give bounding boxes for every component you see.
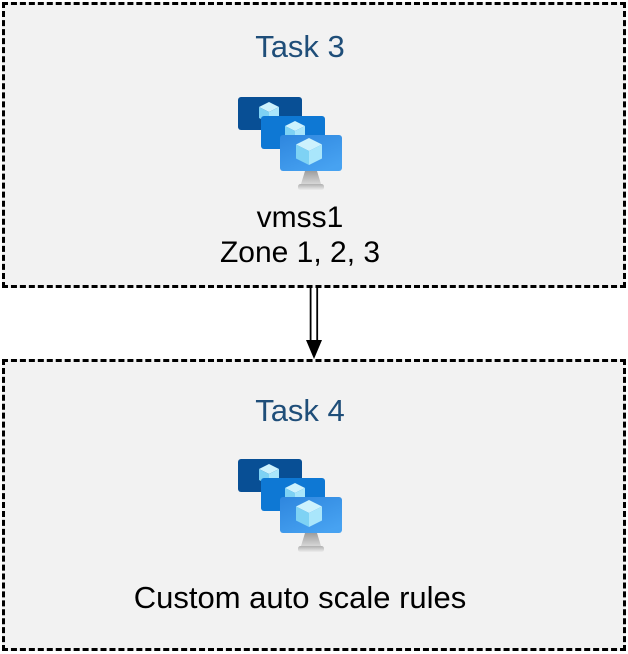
cube-icon (296, 138, 322, 165)
task4-title: Task 4 (255, 393, 345, 428)
task3-box: Task 3 (2, 2, 626, 288)
down-arrow-connector (306, 288, 322, 359)
task3-content: Task 3 (5, 5, 595, 285)
vmss-name-label: vmss1 (256, 201, 344, 234)
vm-scale-sets-icon (238, 459, 342, 552)
monitor-base (298, 546, 324, 552)
monitor-stand (301, 171, 321, 184)
zone-label: Zone 1, 2, 3 (219, 236, 381, 269)
task3-title: Task 3 (255, 29, 345, 64)
monitor-stand (301, 533, 321, 546)
arrowhead (306, 340, 322, 359)
vm-scale-sets-icon (238, 97, 342, 190)
task4-box: Task 4 (2, 359, 626, 651)
autoscale-rules-label: Custom auto scale rules (133, 580, 467, 615)
cube-icon (296, 500, 322, 527)
task4-content: Task 4 (5, 362, 595, 648)
monitor-base (298, 184, 324, 190)
